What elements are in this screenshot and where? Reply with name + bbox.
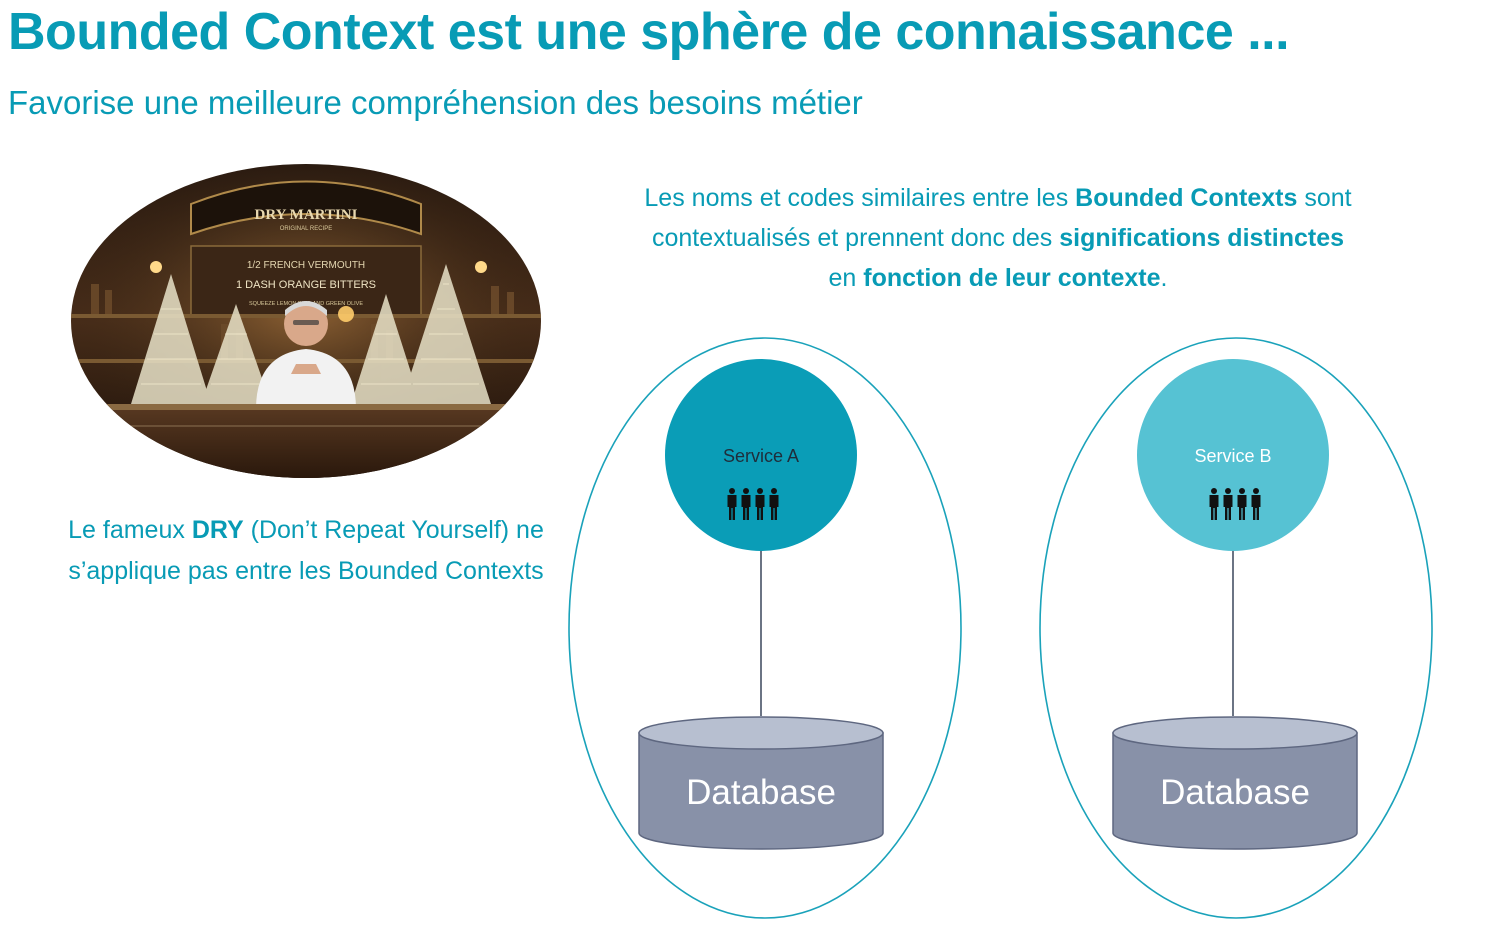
bar-sign-subtext: ORIGINAL RECIPE [280, 226, 332, 232]
explanation-text-3: en [828, 264, 864, 292]
slide-title: Bounded Context est une sphère de connai… [8, 3, 1290, 61]
explanation-text-1: Les noms et codes similaires entre les [644, 184, 1076, 212]
bounded-context-explanation: Les noms et codes similaires entre les B… [640, 178, 1356, 298]
slide-subtitle: Favorise une meilleure compréhension des… [8, 84, 863, 121]
service-b-label: Service B [1194, 446, 1271, 466]
explanation-bold-2: significations distinctes [1059, 224, 1344, 252]
service-b-node [1137, 359, 1329, 551]
database-a-label: Database [686, 773, 836, 812]
database-a: Database [638, 716, 884, 850]
dry-principle-note: Le fameux DRY (Don’t Repeat Yourself) ne… [30, 510, 582, 592]
bartender-figure [256, 301, 356, 409]
bar-photo: DRY MARTINI ORIGINAL RECIPE 1/2 FRENCH V… [71, 164, 541, 478]
service-a-node [665, 359, 857, 551]
explanation-text-2: sont contextualisés et prennent donc des [652, 184, 1352, 252]
context-boundary-b [1039, 337, 1433, 919]
dry-text-2: (Don’t Repeat Yourself) ne s’applique pa… [68, 516, 544, 585]
recipe-line-1: 1/2 FRENCH VERMOUTH [247, 260, 365, 271]
bounded-context-b: Service B Database [1039, 337, 1433, 919]
dry-bold: DRY [191, 516, 244, 544]
bounded-context-a: Service A Database [568, 337, 962, 919]
explanation-text-4: . [1160, 264, 1168, 292]
dry-text-1: Le fameux [68, 516, 192, 544]
explanation-bold-1: Bounded Contexts [1075, 184, 1298, 212]
explanation-bold-3: fonction de leur contexte [863, 264, 1161, 292]
database-b: Database [1112, 716, 1358, 850]
service-a-label: Service A [723, 446, 799, 466]
recipe-line-2: 1 DASH ORANGE BITTERS [236, 279, 376, 291]
bar-sign-text: DRY MARTINI [255, 207, 358, 223]
database-b-label: Database [1160, 773, 1310, 812]
context-boundary-a [568, 337, 962, 919]
